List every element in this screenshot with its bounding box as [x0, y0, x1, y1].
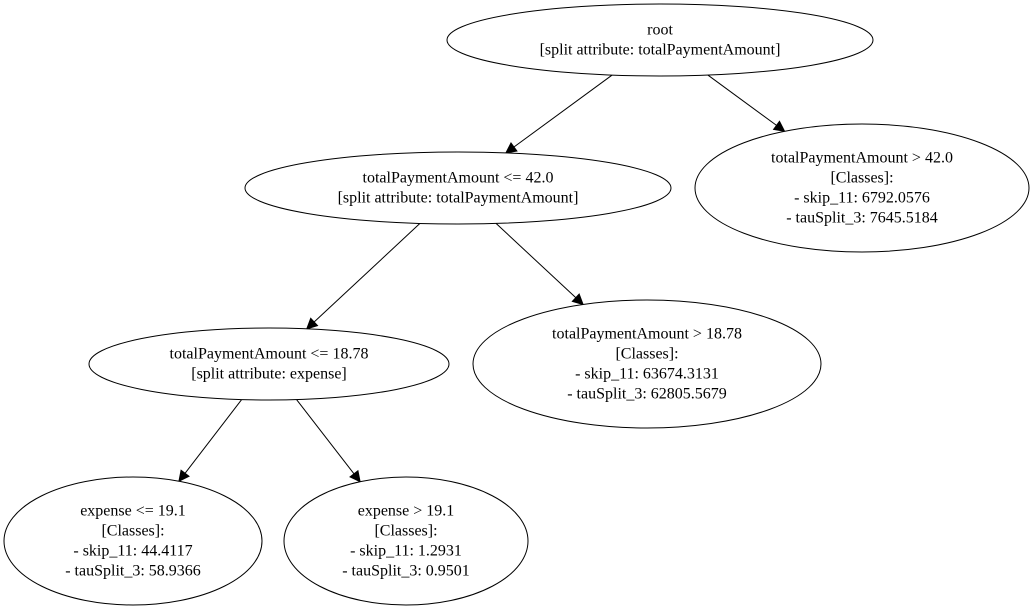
node-label-line: - tauSplit_3: 7645.5184	[786, 210, 938, 227]
arrowhead-icon	[571, 293, 584, 306]
edge-n1-to-n3	[305, 223, 421, 330]
arrowhead-icon	[305, 317, 319, 330]
node-label-line: [Classes]:	[615, 346, 678, 363]
tree-node-n1: totalPaymentAmount <= 42.0 [split attribu…	[244, 151, 672, 225]
node-label-line: - skip_11: 44.4117	[73, 543, 192, 560]
node-ellipse	[244, 151, 672, 225]
tree-node-root: root [split attribute: totalPaymentAmount…	[446, 3, 874, 77]
tree-node-n4: totalPaymentAmount > 18.78 [Classes]: - sk…	[472, 299, 822, 429]
node-label-line: [split attribute: expense]	[191, 366, 347, 383]
edge-n3-to-n5	[178, 399, 243, 483]
edge-line	[513, 74, 613, 148]
node-label-line: [Classes]:	[830, 170, 893, 187]
edge-n1-to-n4	[495, 223, 584, 306]
node-label-line: - tauSplit_3: 62805.5679	[567, 386, 727, 403]
node-label-line: - skip_11: 1.2931	[350, 543, 462, 560]
node-label-line: [Classes]:	[101, 523, 164, 540]
node-label-line: totalPaymentAmount <= 42.0	[363, 170, 554, 187]
node-label-line: - tauSplit_3: 0.9501	[342, 563, 470, 580]
nodes-layer: root [split attribute: totalPaymentAmount…	[3, 3, 1030, 606]
node-label-line: [split attribute: totalPaymentAmount]	[540, 42, 781, 59]
node-label-line: root	[647, 22, 673, 39]
node-label-line: [split attribute: totalPaymentAmount]	[338, 190, 579, 207]
edge-line	[495, 223, 577, 299]
node-label-line: expense > 19.1	[358, 503, 455, 520]
edge-n3-to-n6	[296, 399, 361, 483]
node-ellipse	[446, 3, 874, 77]
node-ellipse	[694, 123, 1030, 253]
node-label-line: totalPaymentAmount > 42.0	[771, 150, 953, 167]
edge-line	[313, 223, 421, 323]
tree-node-n6: expense > 19.1 [Classes]: - skip_11: 1.293…	[283, 476, 529, 606]
tree-node-n2: totalPaymentAmount > 42.0 [Classes]: - ski…	[694, 123, 1030, 253]
edge-root-to-n1	[504, 74, 613, 154]
node-label-line: totalPaymentAmount > 18.78	[552, 326, 742, 343]
node-label-line: totalPaymentAmount <= 18.78	[170, 346, 369, 363]
arrowhead-icon	[504, 142, 518, 154]
node-ellipse	[472, 299, 822, 429]
node-ellipse	[283, 476, 529, 606]
edge-line	[707, 74, 777, 126]
arrowhead-icon	[349, 469, 361, 483]
node-label-line: [Classes]:	[374, 523, 437, 540]
edges-layer	[178, 74, 786, 483]
node-label-line: - tauSplit_3: 58.9366	[65, 563, 201, 580]
node-label-line: expense <= 19.1	[80, 503, 186, 520]
edge-line	[184, 399, 243, 474]
arrowhead-icon	[772, 120, 786, 132]
node-ellipse	[88, 327, 450, 401]
node-label-line: - skip_11: 63674.3131	[575, 366, 719, 383]
edge-line	[296, 399, 355, 475]
arrowhead-icon	[178, 469, 190, 483]
node-label-line: - skip_11: 6792.0576	[794, 190, 930, 207]
tree-node-n5: expense <= 19.1 [Classes]: - skip_11: 44.4…	[3, 476, 263, 606]
node-ellipse	[3, 476, 263, 606]
edge-root-to-n2	[707, 74, 786, 132]
tree-node-n3: totalPaymentAmount <= 18.78 [split attrib…	[88, 327, 450, 401]
